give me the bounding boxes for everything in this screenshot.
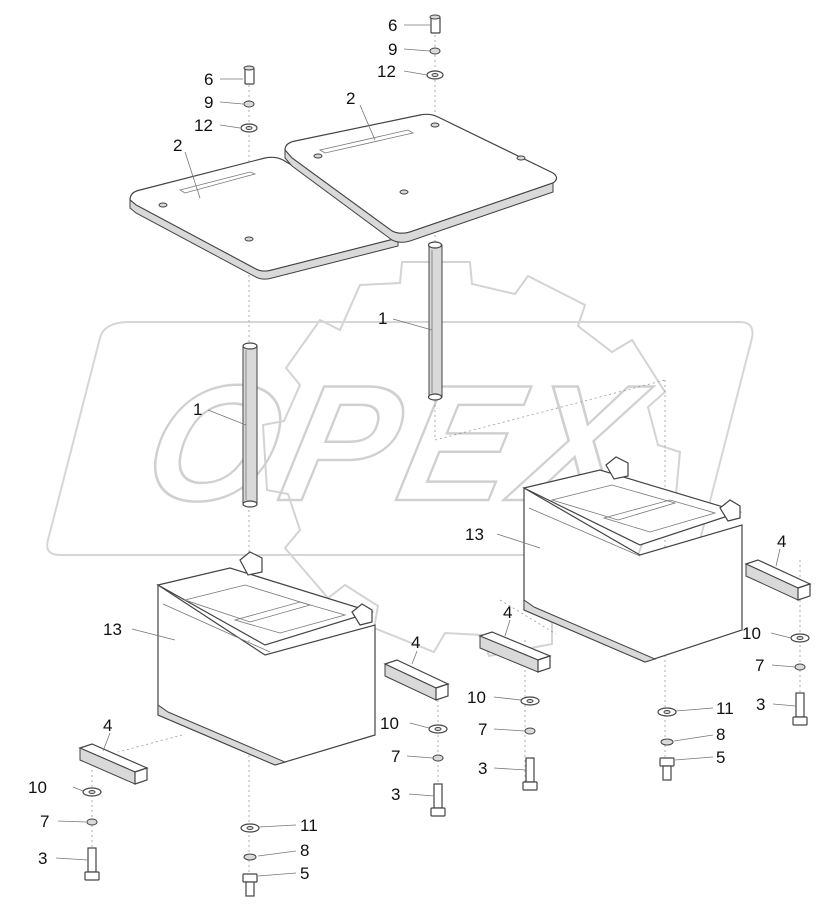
callout-7-stack4: 7 bbox=[755, 656, 764, 675]
callout-labels: 6 9 12 6 9 12 2 2 1 1 13 13 4 4 4 4 10 1… bbox=[28, 16, 786, 883]
bottom-hardware-stack-3 bbox=[520, 696, 540, 791]
callout-5-left: 5 bbox=[300, 864, 309, 883]
bottom-hardware-stack-2 bbox=[428, 724, 448, 817]
callout-9-right: 9 bbox=[388, 40, 397, 59]
callout-4-block4: 4 bbox=[777, 532, 786, 551]
callout-9-left: 9 bbox=[204, 93, 213, 112]
callout-3-stack4: 3 bbox=[756, 695, 765, 714]
callout-3-stack3: 3 bbox=[478, 759, 487, 778]
callout-2-left: 2 bbox=[173, 136, 182, 155]
callout-13-right: 13 bbox=[465, 525, 484, 544]
center-bolt-stack-left bbox=[240, 823, 260, 897]
callout-7-stack3: 7 bbox=[478, 720, 487, 739]
callout-2-right: 2 bbox=[346, 89, 355, 108]
callout-4-block3: 4 bbox=[503, 603, 512, 622]
callout-8-left: 8 bbox=[300, 841, 309, 860]
callout-1-right: 1 bbox=[378, 309, 387, 328]
callout-4-block2: 4 bbox=[411, 633, 420, 652]
callout-10-stack3: 10 bbox=[467, 688, 486, 707]
bottom-hardware-stack-4 bbox=[790, 633, 810, 726]
callout-3-stack1: 3 bbox=[38, 849, 47, 868]
leader-lines bbox=[55, 24, 797, 877]
callout-12-right: 12 bbox=[377, 62, 396, 81]
cover-plate-right bbox=[284, 113, 558, 243]
callout-5-right: 5 bbox=[716, 748, 725, 767]
hold-down-block-4 bbox=[744, 559, 812, 601]
callout-3-stack2: 3 bbox=[391, 785, 400, 804]
bottom-hardware-stack-1 bbox=[82, 787, 102, 881]
callout-11-left: 11 bbox=[300, 816, 318, 835]
hold-down-block-3 bbox=[478, 631, 552, 673]
top-hardware-left bbox=[240, 65, 258, 133]
callout-11-right: 11 bbox=[716, 699, 734, 718]
callout-6-right: 6 bbox=[388, 16, 397, 35]
callout-7-stack1: 7 bbox=[40, 812, 49, 831]
battery-right bbox=[522, 456, 743, 663]
callout-1-left: 1 bbox=[193, 400, 202, 419]
top-hardware-right bbox=[426, 14, 444, 80]
callout-10-stack1: 10 bbox=[28, 778, 47, 797]
callout-6-left: 6 bbox=[204, 70, 213, 89]
callout-10-stack4: 10 bbox=[742, 624, 761, 643]
callout-13-left: 13 bbox=[103, 620, 122, 639]
tie-rod-right bbox=[427, 241, 443, 401]
hold-down-block-1 bbox=[78, 743, 149, 785]
battery-left bbox=[156, 551, 376, 766]
callout-4-block1: 4 bbox=[103, 716, 112, 735]
callout-7-stack2: 7 bbox=[391, 747, 400, 766]
callout-10-stack2: 10 bbox=[380, 714, 399, 733]
callout-8-right: 8 bbox=[716, 725, 725, 744]
callout-12-left: 12 bbox=[194, 116, 213, 135]
center-bolt-stack-right bbox=[657, 707, 677, 781]
hold-down-block-2 bbox=[383, 659, 450, 701]
